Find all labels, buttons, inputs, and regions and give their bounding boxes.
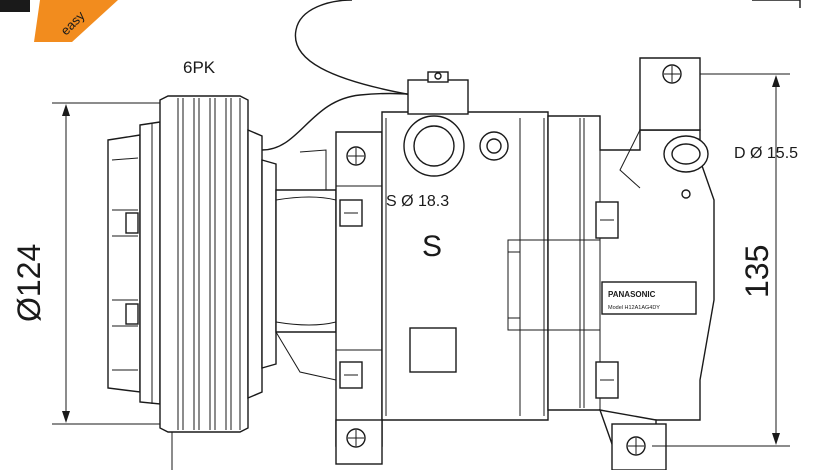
pulley-diameter-label: Ø124	[11, 244, 47, 322]
compressor-body	[335, 57, 715, 470]
mounting-hole-icons	[346, 64, 682, 456]
suction-port-label: S Ø 18.3	[386, 193, 449, 210]
suction-mark: S	[422, 230, 442, 263]
badge-dark-corner	[0, 0, 30, 12]
clutch-wire-loop	[294, 0, 413, 96]
pulley-diameter-dimension: Ø124	[11, 102, 165, 425]
height-dimension-label: 135	[739, 245, 775, 298]
crosshair-icon	[662, 64, 682, 84]
nameplate: PANASONIC Model H12A1AG4DY	[601, 281, 697, 315]
nameplate-brand: PANASONIC	[608, 290, 656, 299]
nameplate-model: Model H12A1AG4DY	[608, 305, 660, 311]
bolt-heads	[339, 199, 619, 399]
crosshair-icon	[626, 436, 646, 456]
discharge-port	[663, 135, 709, 173]
suction-fitting	[403, 71, 509, 177]
corner-fragment	[752, 0, 801, 8]
discharge-port-label: D Ø 15.5	[734, 145, 798, 162]
clutch-wire	[261, 92, 421, 151]
badge-ribbon	[34, 0, 118, 42]
crosshair-icon	[346, 146, 366, 166]
height-dimension: 135	[652, 73, 790, 447]
brand-badge: easy	[0, 0, 118, 42]
clutch-pulley	[107, 95, 277, 470]
crosshair-icon	[346, 428, 366, 448]
front-housing	[275, 149, 337, 381]
pulley-type-label: 6PK	[183, 58, 216, 77]
